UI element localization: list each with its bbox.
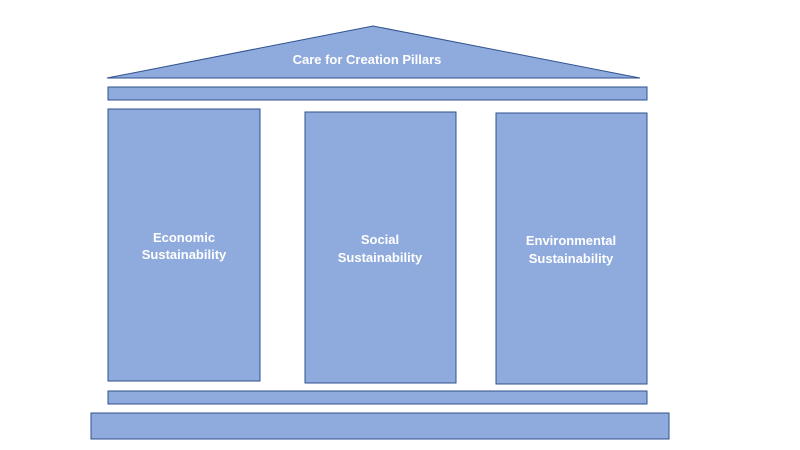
pillar-social (304, 111, 457, 384)
pillar-social-label-line1: Social (361, 232, 399, 247)
pillar-environmental (495, 112, 648, 385)
base-platform (90, 412, 670, 440)
top-beam (107, 86, 648, 101)
pillar-economic-label-line1: Economic (153, 230, 215, 245)
pillar-environmental-label-line1: Environmental (526, 233, 616, 248)
pillar-economic-label-line2: Sustainability (142, 247, 227, 262)
bottom-beam (107, 390, 648, 405)
roof-label: Care for Creation Pillars (293, 52, 442, 67)
roof-triangle (106, 25, 641, 79)
pillar-social-label-line2: Sustainability (338, 250, 423, 265)
pillar-environmental-label-line2: Sustainability (529, 251, 614, 266)
pillar-economic (107, 108, 261, 382)
